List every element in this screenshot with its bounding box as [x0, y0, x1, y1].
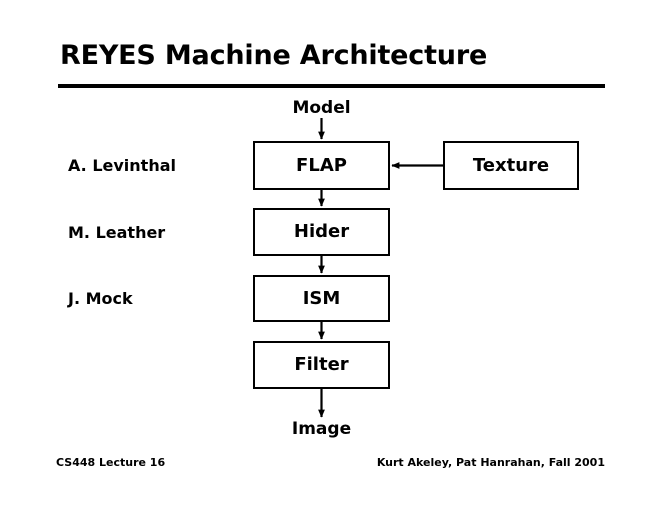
footer-authors: Kurt Akeley, Pat Hanrahan, Fall 2001 — [376, 456, 605, 469]
page-title: REYES Machine Architecture — [60, 40, 488, 71]
person-label-leather: M. Leather — [68, 223, 166, 242]
diagram-box-texture: Texture — [443, 141, 579, 190]
diagram-box-filter: Filter — [253, 341, 390, 389]
diagram-box-flap: FLAP — [253, 141, 390, 190]
diagram-input-label: Model — [292, 98, 351, 118]
diagram-output-label: Image — [291, 419, 352, 439]
person-label-levinthal: A. Levinthal — [68, 156, 176, 175]
diagram-box-hider: Hider — [253, 208, 390, 256]
footer-lecture-info: CS448 Lecture 16 — [56, 456, 166, 469]
title-divider — [58, 84, 605, 88]
person-label-mock: J. Mock — [68, 289, 133, 308]
diagram-box-ism: ISM — [253, 275, 390, 322]
